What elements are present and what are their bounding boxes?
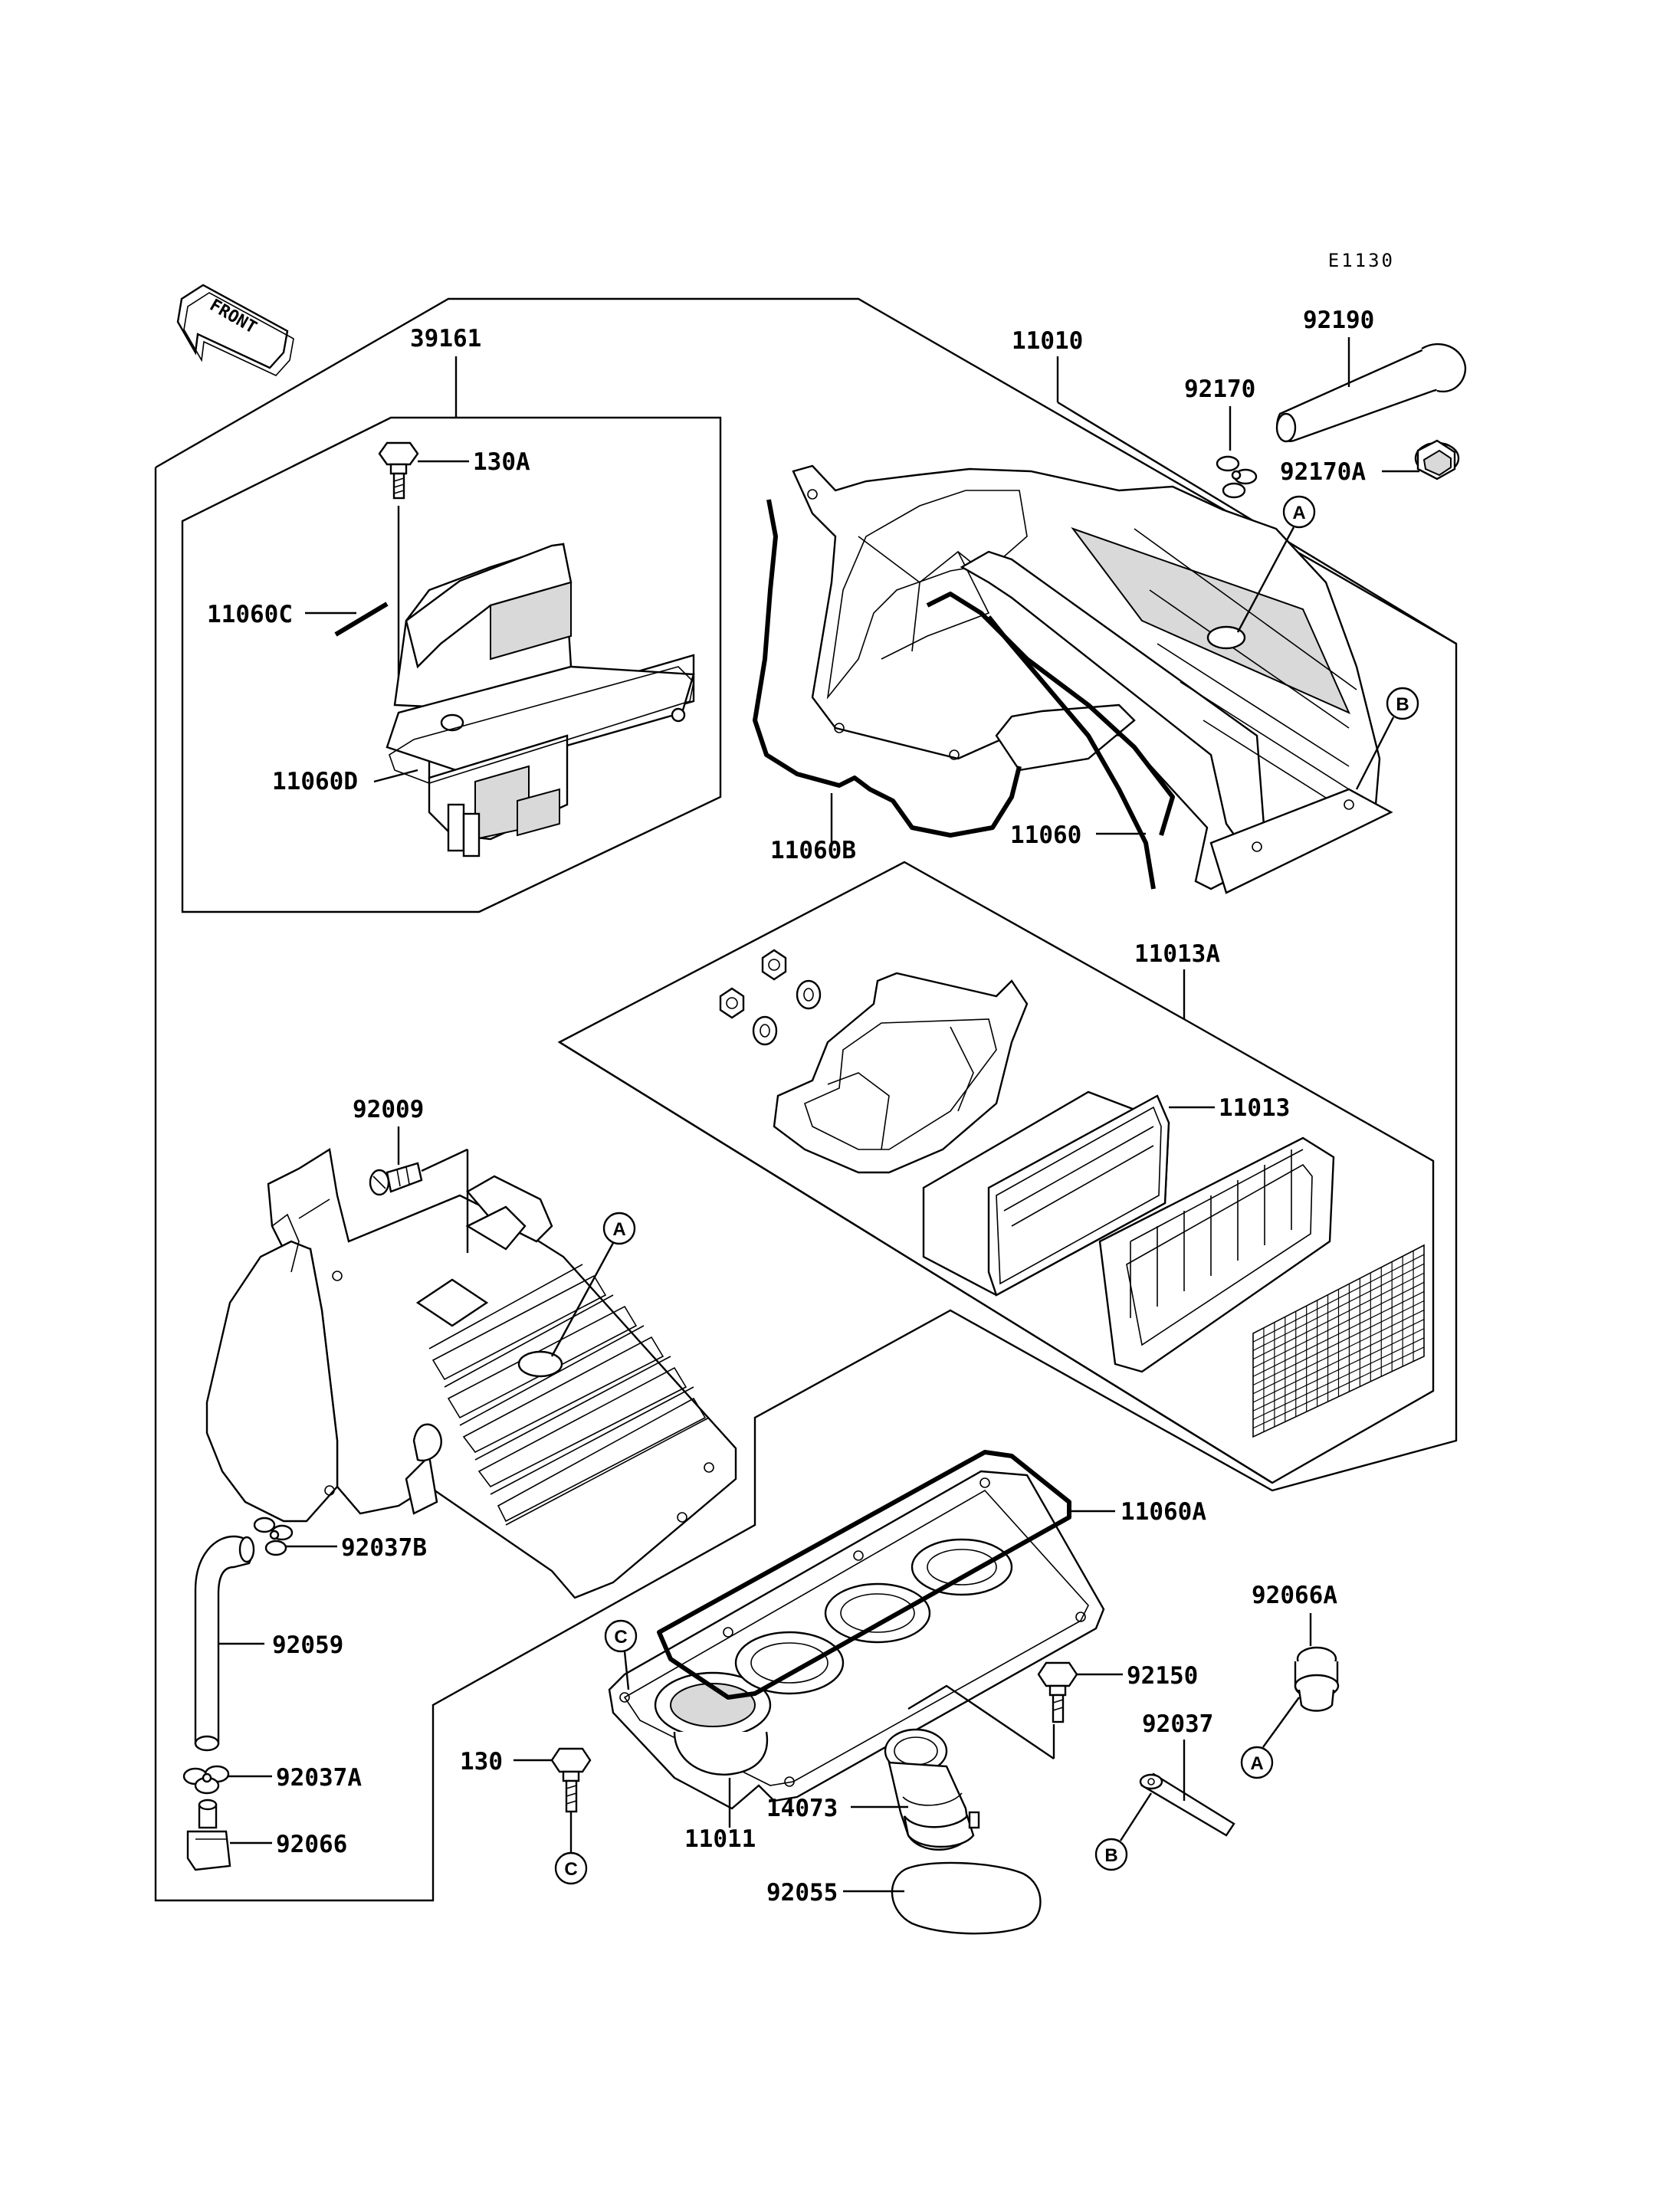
label-92037a: 92037A — [276, 1764, 362, 1792]
label-92037: 92037 — [1142, 1710, 1213, 1738]
front-arrow-icon: FRONT — [176, 284, 294, 376]
ref-mark-a-middle-text: A — [612, 1219, 625, 1240]
mesh-line — [1252, 1281, 1425, 1369]
upper-case-11010 — [792, 464, 1393, 894]
gasket-11060b — [753, 499, 1022, 838]
filter-mesh — [1252, 1244, 1425, 1438]
mesh-line — [1252, 1328, 1425, 1412]
label-11010: 11010 — [1012, 327, 1083, 355]
screw-92009-icon — [369, 1162, 423, 1196]
gasket-11060a — [657, 1450, 1071, 1700]
air-filter-element-11013 — [922, 1090, 1170, 1297]
label-11060b: 11060B — [770, 837, 856, 864]
duct-cover-assembly — [386, 543, 695, 857]
mesh-line — [1252, 1319, 1425, 1403]
lower-case — [205, 1148, 737, 1599]
label-92037b: 92037B — [341, 1534, 427, 1562]
clip-92170-icon — [1216, 455, 1258, 499]
cap-92066a-icon — [1294, 1646, 1340, 1712]
label-11060a: 11060A — [1121, 1498, 1206, 1526]
ref-mark-b-top-text: B — [1396, 694, 1409, 715]
bolt-130-icon — [550, 1747, 592, 1813]
element-bracket — [773, 972, 1029, 1174]
clip-92037b-icon — [253, 1517, 294, 1556]
label-11060: 11060 — [1010, 821, 1081, 849]
label-11011: 11011 — [684, 1825, 756, 1853]
mesh-line — [1252, 1272, 1425, 1360]
clip-92037a-icon — [182, 1765, 230, 1795]
strap-92037-icon — [1139, 1772, 1235, 1837]
holder-14073 — [884, 1728, 980, 1851]
label-39161: 39161 — [410, 325, 481, 353]
label-92059: 92059 — [272, 1631, 343, 1659]
hose-92059 — [194, 1535, 255, 1752]
mesh-line — [1252, 1300, 1425, 1386]
label-92170: 92170 — [1184, 375, 1255, 403]
ref-mark-a-middle — [602, 1212, 636, 1245]
ref-mark-c-base-text: C — [614, 1627, 627, 1648]
label-14073: 14073 — [766, 1795, 838, 1822]
ref-mark-b-top — [1386, 687, 1419, 720]
label-92066: 92066 — [276, 1831, 347, 1858]
nuts-and-washers-icon — [719, 949, 822, 1046]
ref-mark-a-bottom-text: A — [1250, 1753, 1263, 1774]
ref-mark-a-top-text: A — [1292, 503, 1305, 523]
ref-mark-c-base — [604, 1619, 638, 1653]
bolt-92150-icon — [1037, 1661, 1078, 1723]
label-92190: 92190 — [1303, 307, 1374, 334]
mesh-line — [1252, 1263, 1425, 1352]
subassembly-box-39161 — [181, 416, 722, 913]
plug-92066-icon — [186, 1799, 231, 1871]
label-130a: 130A — [473, 448, 530, 476]
label-130: 130 — [460, 1748, 503, 1776]
mesh-line — [1252, 1337, 1425, 1421]
gasket-11060 — [926, 592, 1175, 836]
filter-grid — [1098, 1136, 1335, 1373]
ref-mark-a-top — [1282, 495, 1316, 529]
diagram-code: E1130 — [1328, 250, 1395, 271]
ref-mark-b-bottom — [1094, 1838, 1128, 1871]
label-11013: 11013 — [1219, 1094, 1290, 1122]
label-11013a: 11013A — [1134, 940, 1220, 968]
label-11060d: 11060D — [272, 768, 358, 795]
kit-outline — [154, 297, 1458, 1902]
label-92009: 92009 — [353, 1096, 424, 1123]
mesh-line — [1252, 1346, 1425, 1429]
mesh-line — [1252, 1254, 1425, 1343]
mesh-line — [1252, 1290, 1425, 1377]
label-92170a: 92170A — [1280, 458, 1366, 486]
ref-mark-b-bottom-text: B — [1104, 1845, 1117, 1866]
hose-92190 — [1275, 343, 1467, 443]
label-92055: 92055 — [766, 1879, 838, 1907]
bolt-130a-icon — [378, 441, 419, 500]
gasket-11060d — [389, 666, 694, 784]
clamp-92170a-icon — [1414, 439, 1460, 480]
label-11060c: 11060C — [207, 601, 293, 628]
ref-mark-a-bottom — [1240, 1746, 1274, 1779]
ref-mark-c-bottom — [554, 1851, 588, 1885]
label-92150: 92150 — [1127, 1662, 1198, 1690]
mesh-line — [1252, 1310, 1425, 1395]
label-92066a: 92066A — [1252, 1582, 1337, 1609]
ref-mark-c-bottom-text: C — [564, 1859, 577, 1880]
o-ring-92055 — [891, 1861, 1042, 1935]
seal-strip-11060c — [334, 602, 389, 637]
